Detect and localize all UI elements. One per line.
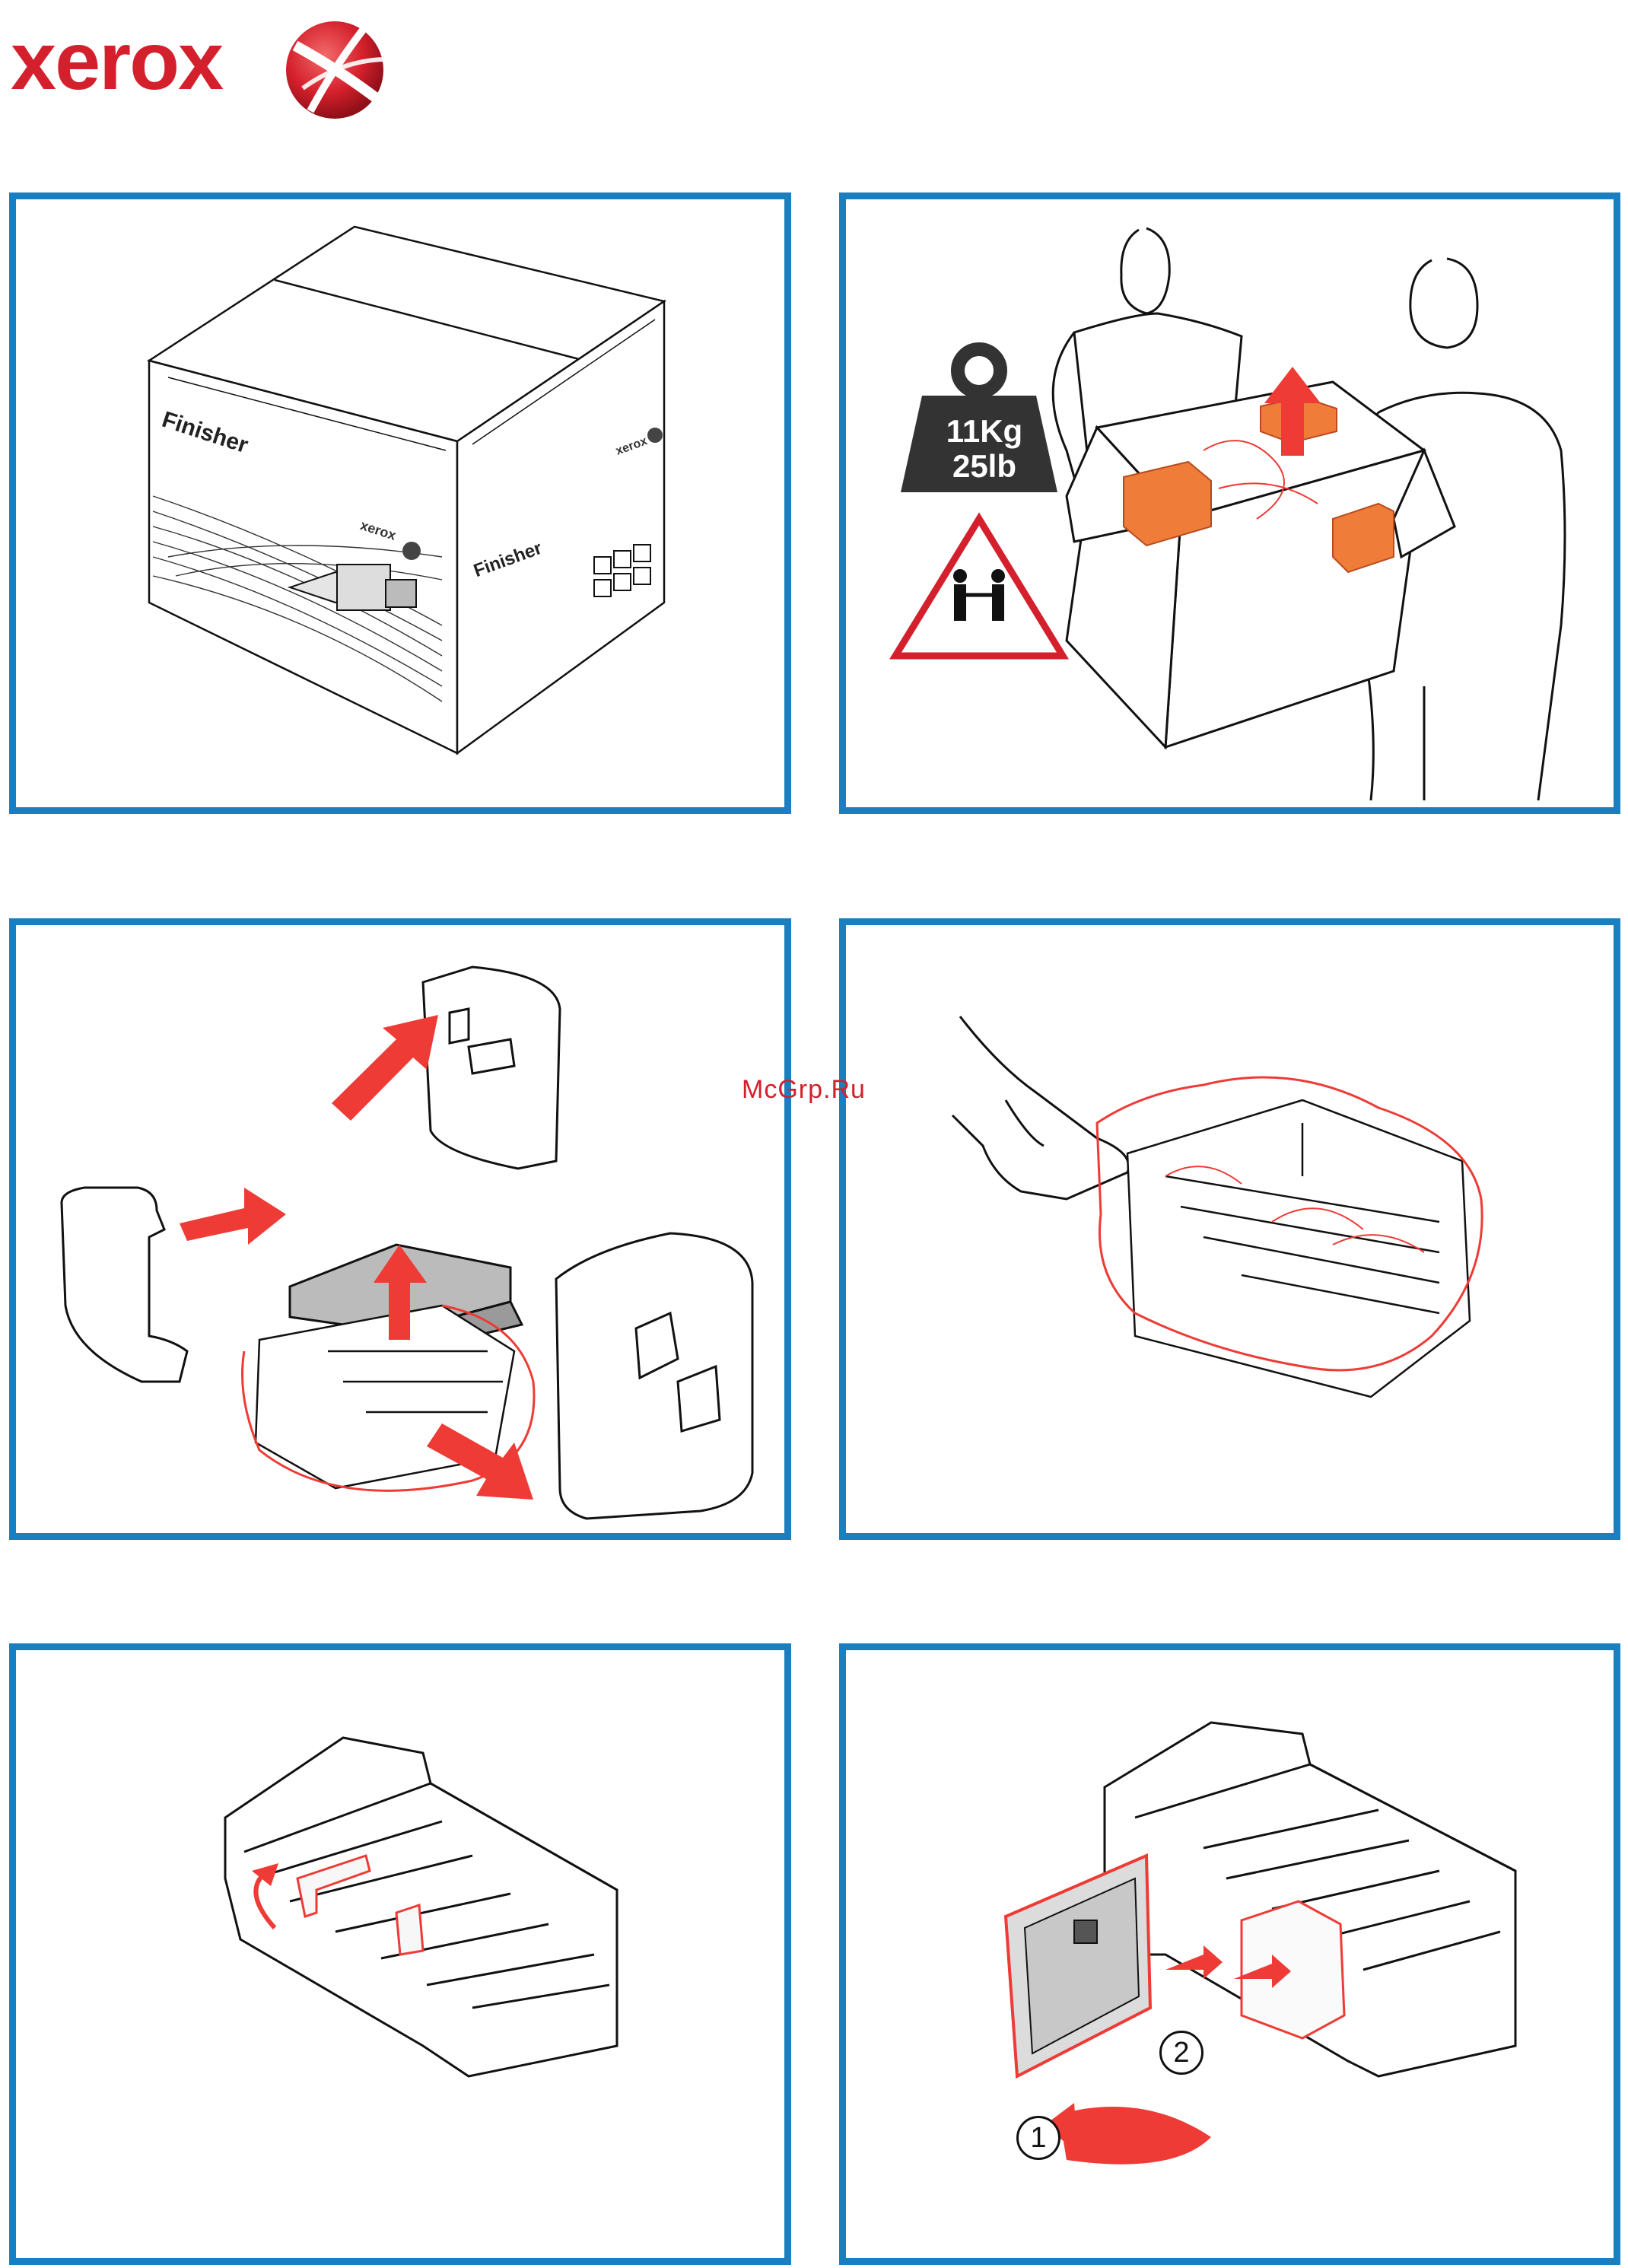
xerox-logo: xerox	[11, 15, 406, 122]
step-number-one: 1	[1016, 2116, 1060, 2160]
panel-step-3-remove-packaging	[9, 918, 791, 1540]
open-door-illustration	[846, 1650, 1614, 2258]
remove-tape-illustration	[16, 1650, 784, 2258]
panel-step-1-box: Finisher Finisher xerox xerox	[9, 192, 791, 814]
step-number-two: 2	[1159, 2031, 1204, 2075]
watermark-text: McGrp.Ru	[742, 1075, 866, 1105]
two-person-lift-illustration	[846, 199, 1614, 807]
box-illustration	[16, 199, 784, 807]
remove-packaging-illustration	[16, 925, 784, 1533]
panel-step-4-remove-bag	[839, 918, 1620, 1540]
weight-kg-label: 11Kg	[920, 414, 1049, 449]
panel-step-2-two-person-lift: 11Kg 25lb	[839, 192, 1620, 814]
xerox-wordmark: xerox	[11, 20, 222, 102]
panel-step-6-open-door: 1 2	[839, 1643, 1620, 2265]
xerox-sphere-icon	[280, 15, 394, 122]
remove-bag-illustration	[846, 925, 1614, 1533]
two-person-warning-icon	[895, 519, 1063, 656]
weight-lb-label: 25lb	[920, 449, 1049, 484]
panel-step-5-remove-tape	[9, 1643, 791, 2265]
